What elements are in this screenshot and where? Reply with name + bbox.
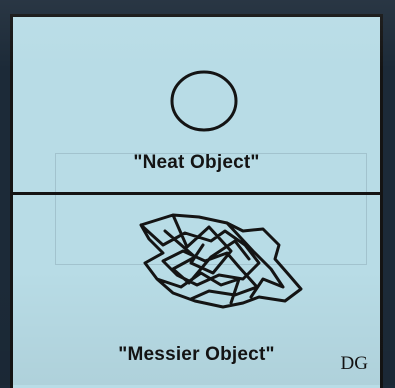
messier-object-scribble bbox=[139, 213, 303, 309]
author-initials: DG bbox=[340, 353, 368, 374]
neat-object-circle bbox=[170, 70, 238, 132]
comparison-panel: "Neat Object" "Messier Object" DG bbox=[10, 14, 383, 388]
drawing-layer bbox=[139, 70, 303, 309]
messier-object-label: "Messier Object" bbox=[118, 344, 275, 365]
panel-divider bbox=[13, 192, 380, 195]
neat-object-label: "Neat Object" bbox=[133, 152, 260, 173]
